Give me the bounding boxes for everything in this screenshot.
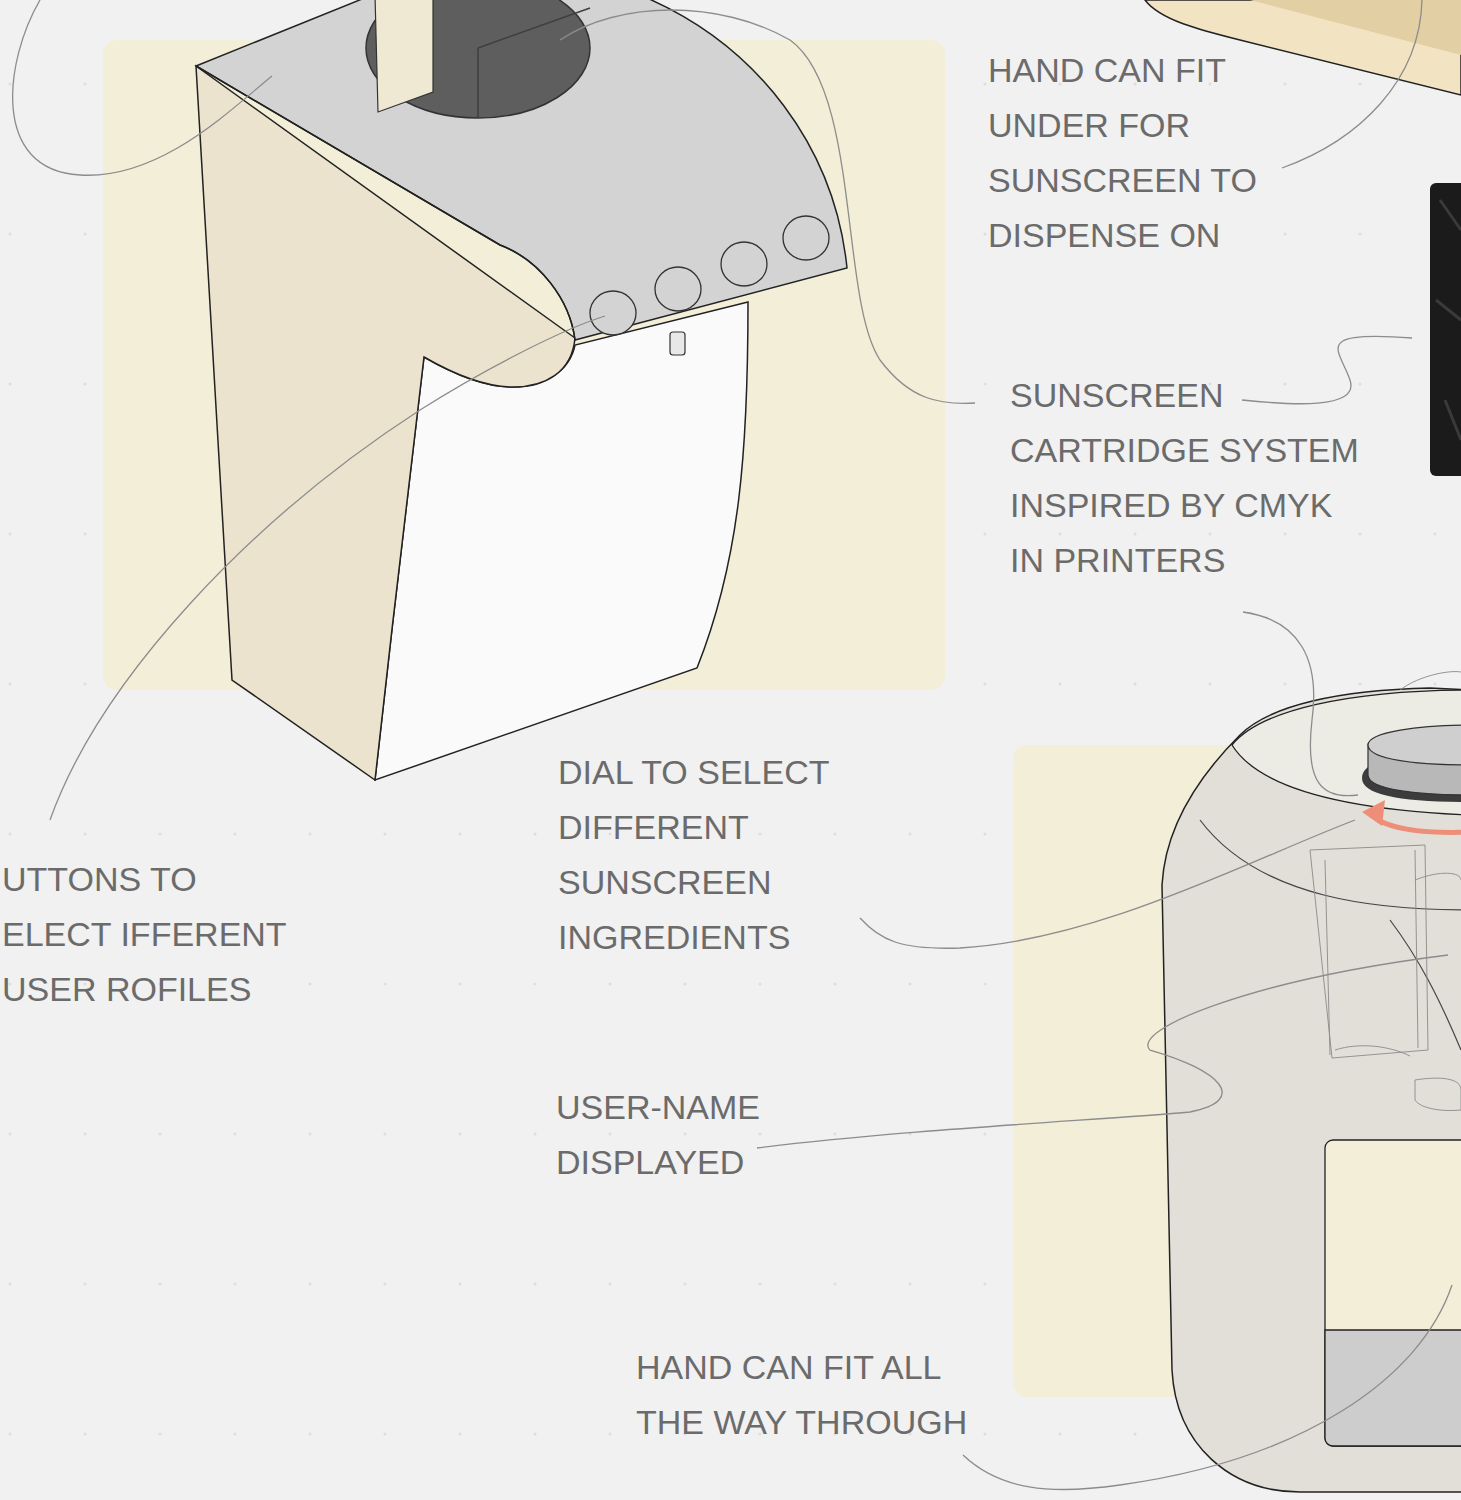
photo-thumbnail (1430, 183, 1461, 476)
photo-detail (1436, 200, 1461, 440)
rotation-arrow (1372, 815, 1461, 832)
slot-divider (478, 8, 590, 118)
opening-floor (1325, 1330, 1461, 1446)
cartridge-slot (366, 0, 590, 118)
nozzle (670, 332, 685, 355)
corner-object (1250, 0, 1461, 55)
annotation-label: DIAL TO SELECT DIFFERENT SUNSCREEN INGRE… (558, 745, 850, 965)
dispenser-body (1162, 688, 1461, 1492)
annotation-label: USER-NAME DISPLAYED (556, 1080, 786, 1190)
leader-lines (13, 0, 1452, 1490)
annotation-label: SUNSCREEN CARTRIDGE SYSTEM INSPIRED BY C… (1010, 368, 1372, 588)
rotation-arrowhead (1362, 800, 1385, 826)
profile-buttons (590, 216, 829, 335)
cartridge (375, 0, 433, 112)
dial-top (1368, 725, 1461, 765)
annotation-label: HAND CAN FIT ALL THE WAY THROUGH (636, 1340, 986, 1450)
body-seam (1390, 920, 1461, 1050)
front-face (375, 302, 748, 780)
annotation-label: UTTONS TO ELECT IFFERENT USER ROFILES (2, 852, 294, 1017)
annotation-label: HAND CAN FIT UNDER FOR SUNSCREEN TO DISP… (988, 43, 1278, 263)
hand-opening (1325, 1140, 1461, 1446)
